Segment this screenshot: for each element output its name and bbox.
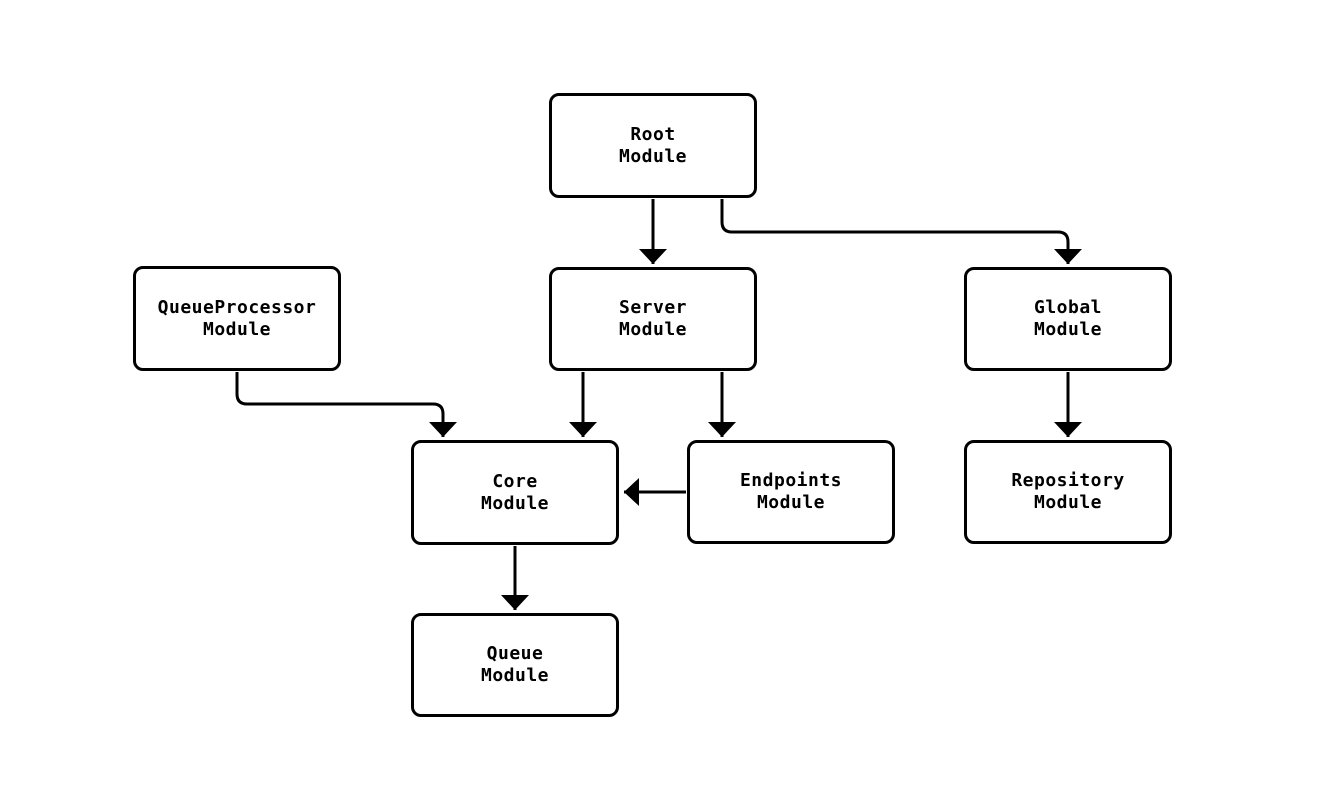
node-label: Global Module [1033,297,1103,340]
node-label: QueueProcessor Module [157,296,317,340]
node-server-module: Server Module [549,267,757,371]
node-global-module: Global Module [964,267,1172,371]
node-label: Core Module [480,470,550,514]
node-label: Server Module [618,297,688,340]
node-label: Root Module [618,123,688,167]
edge-root-to-global [720,199,1082,264]
node-label: Repository Module [1011,470,1125,513]
node-root-module: Root Module [549,93,757,198]
node-label: Queue Module [480,643,550,686]
node-core-module: Core Module [411,440,619,545]
node-endpoints-module: Endpoints Module [687,440,895,544]
node-queue-module: Queue Module [411,613,619,717]
edge-queue-processor-to-core [235,372,457,437]
node-label: Endpoints Module [739,470,843,513]
node-queue-processor-module: QueueProcessor Module [133,266,341,371]
node-repository-module: Repository Module [964,440,1172,544]
